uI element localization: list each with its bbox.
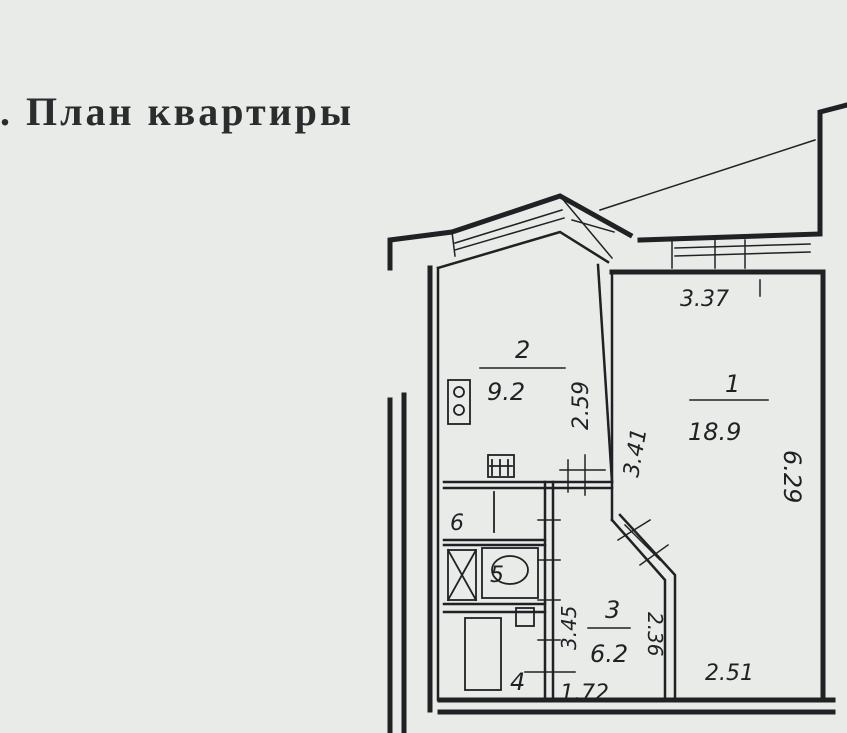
interior-walls xyxy=(436,230,677,702)
page-title: . План квартиры xyxy=(0,89,355,134)
dim-room1-bottom: 2.51 xyxy=(705,661,754,686)
dim-hall-left: 3.45 xyxy=(557,605,581,650)
dimension-ticks xyxy=(524,279,761,673)
room-5-number: 5 xyxy=(490,563,504,588)
room-4-number: 4 xyxy=(510,668,525,696)
room-2-number: 2 xyxy=(515,336,530,364)
dim-room1-diag: 3.41 xyxy=(619,426,652,479)
dim-room1-right: 6.29 xyxy=(778,450,806,503)
room-3-area: 6.2 xyxy=(590,640,628,668)
dim-room2-height: 2.59 xyxy=(569,381,594,430)
room-1-area: 18.9 xyxy=(688,418,741,446)
outer-walls xyxy=(387,102,847,733)
dim-room1-top-width: 3.37 xyxy=(680,287,729,312)
area-underlines xyxy=(479,367,769,629)
fixtures xyxy=(446,379,539,691)
room-2-area: 9.2 xyxy=(487,378,525,406)
dim-hall-right: 2.36 xyxy=(643,612,667,657)
room-6-number: 6 xyxy=(450,511,464,536)
window-hatch xyxy=(451,139,816,269)
dim-hall-bottom: 1.72 xyxy=(560,681,609,706)
room-1-number: 1 xyxy=(725,370,740,398)
room-3-number: 3 xyxy=(605,596,620,624)
